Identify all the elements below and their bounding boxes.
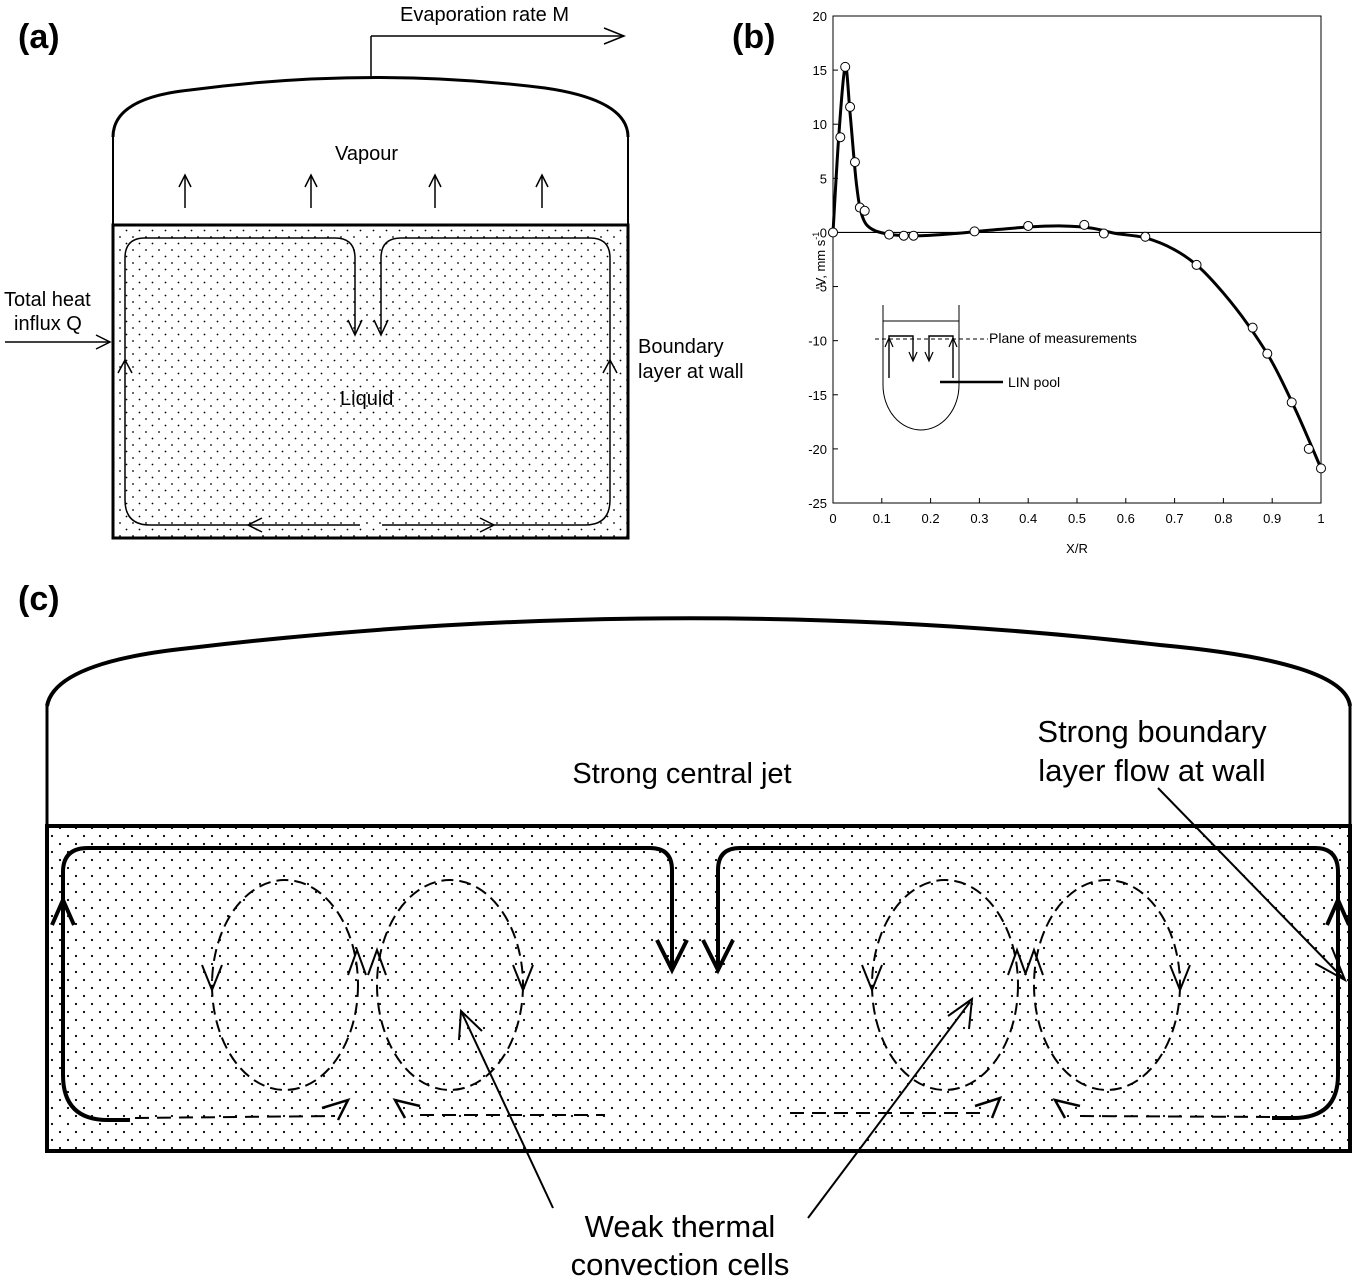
panel-a-tank-dome: [111, 75, 630, 138]
chart-y-axis-label-group: V, mm s-1: [811, 232, 828, 287]
chart-x-axis-label: X/R: [1066, 541, 1088, 556]
chart-data-point: [840, 61, 851, 72]
panel-a-boundary-label-2: layer at wall: [638, 361, 744, 383]
chart-series-line: [831, 65, 1323, 469]
panel-b-label: (b): [732, 18, 775, 56]
panel-a-liquid-region: [111, 223, 630, 540]
panel-c-cells-label-1: Weak thermal: [585, 1209, 776, 1244]
chart-data-point: [884, 229, 895, 240]
chart-y-tick-label: 10: [813, 117, 827, 132]
panel-c-boundary-label-1: Strong boundary: [1037, 714, 1267, 749]
chart-x-tick-label: 0: [829, 511, 836, 526]
panel-a-heat-label-1: Total heat: [4, 289, 91, 311]
chart-data-point: [1140, 231, 1151, 242]
panel-a-heat-label-2: influx Q: [14, 313, 82, 335]
panel-a-heat-arrowhead: [95, 334, 112, 350]
chart-data-point: [835, 132, 846, 143]
panel-a-evaporation-arrowhead: [603, 27, 627, 45]
panel-c-boundary-label-2: layer flow at wall: [1038, 753, 1265, 788]
panel-a-vapour-arrows: [178, 173, 549, 208]
chart-plot-frame: [832, 15, 1322, 504]
chart-inset-plane-label: Plane of measurements: [989, 330, 1137, 346]
chart-x-tick-label: 0.2: [922, 511, 940, 526]
panel-c-bottom-arrowheads: [321, 1096, 1081, 1121]
panel-c-pointer-lines: [458, 787, 1347, 1219]
panel-c-tank-dome: [45, 616, 1352, 707]
chart-data-point: [1247, 322, 1258, 333]
chart-data-point: [1303, 443, 1314, 454]
chart-data-point: [1098, 228, 1109, 239]
chart-x-axis: 0 0.1 0.2 0.3 0.4 0.5 0.6 0.7 0.8 0.9 1: [829, 498, 1325, 526]
chart-x-tick-label: 0.7: [1166, 511, 1184, 526]
panel-c-cells-label-2: convection cells: [571, 1247, 790, 1282]
chart-y-tick-label: -25: [808, 496, 827, 511]
chart-inset-pool: [875, 305, 1003, 431]
panel-c-right-strong-loop: [716, 846, 1340, 1120]
chart-x-tick-label: 0.4: [1019, 511, 1037, 526]
chart-data-point: [1316, 463, 1326, 474]
panel-c-left-strong-loop: [61, 846, 674, 1122]
chart-data-point: [828, 227, 838, 238]
chart-data-point: [845, 101, 856, 112]
chart-y-tick-label: 15: [813, 63, 827, 78]
panel-c-convection-cells: [211, 879, 1181, 1091]
chart-x-tick-label: 0.5: [1068, 511, 1086, 526]
chart-y-axis-label: V, mm s-1: [811, 232, 828, 287]
panel-c-central-jet-label: Strong central jet: [572, 758, 791, 790]
chart-inset-pool-label: LIN pool: [1008, 374, 1060, 390]
panel-a-loop-arrowheads: [117, 319, 618, 533]
chart-data-point: [1262, 348, 1273, 359]
chart-x-tick-label: 0.1: [873, 511, 891, 526]
panel-a-boundary-label-1: Boundary: [638, 336, 724, 358]
chart-data-point: [849, 157, 860, 168]
chart-y-tick-label: 5: [820, 171, 827, 186]
chart-y-axis-label-text: V, mm s: [813, 239, 828, 286]
panel-b: (b) 20 15 10 5 0 -5 -10 -15 -20 -25 0 0.1 0.2 0.3 0.4…: [732, 9, 1326, 556]
chart-data-point: [1286, 397, 1297, 408]
panel-c: (c): [18, 580, 1352, 1282]
chart-x-tick-label: 0.6: [1117, 511, 1135, 526]
panel-a-label: (a): [18, 18, 60, 56]
chart-data-point: [1023, 220, 1034, 231]
chart-data-point: [969, 226, 980, 237]
chart-data-point: [859, 205, 870, 216]
panel-c-liquid-region: [45, 824, 1352, 1153]
chart-y-tick-label: 20: [813, 9, 827, 24]
chart-y-tick-label: -10: [808, 334, 827, 349]
panel-a-evaporation-label: Evaporation rate M: [400, 4, 569, 26]
panel-c-strong-arrowheads: [50, 895, 1351, 975]
chart-x-tick-label: 0.8: [1214, 511, 1232, 526]
chart-y-tick-label: -20: [808, 442, 827, 457]
chart-x-tick-label: 0.9: [1263, 511, 1281, 526]
panel-a-right-loop: [380, 237, 611, 526]
chart-y-axis-label-superscript: -1: [811, 232, 821, 240]
chart-y-axis: 20 15 10 5 0 -5 -10 -15 -20 -25: [808, 9, 838, 511]
chart-y-tick-label: -15: [808, 388, 827, 403]
panel-a-left-loop: [124, 237, 360, 526]
chart-data-point: [1079, 219, 1090, 230]
chart-x-tick-label: 0.3: [970, 511, 988, 526]
chart-y-tick-label: -5: [815, 280, 827, 295]
chart-data-point: [908, 230, 919, 241]
panel-c-label: (c): [18, 580, 60, 618]
panel-a-liquid-label: Liquid: [340, 388, 393, 410]
chart-y-tick-label: 0: [820, 225, 827, 240]
panel-a: (a) Evaporation rate M Vapour Liquid: [4, 4, 744, 540]
panel-c-cell-arrowheads: [201, 947, 1191, 993]
chart-data-point: [1191, 259, 1202, 270]
panel-a-vapour-label: Vapour: [335, 143, 398, 165]
chart-series-markers: [828, 61, 1326, 474]
chart-x-tick-label: 1: [1317, 511, 1324, 526]
chart-data-point: [898, 230, 909, 241]
